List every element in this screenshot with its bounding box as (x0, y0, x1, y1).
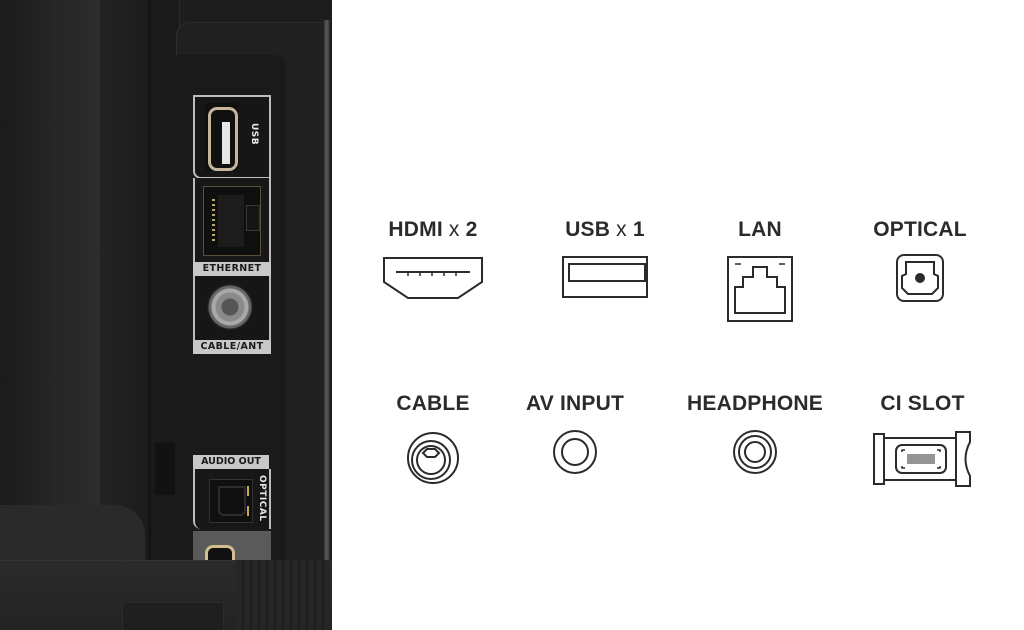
spec-optical-name: OPTICAL (873, 218, 967, 241)
spec-usb-name: USB (565, 218, 611, 241)
usb-shell (208, 107, 238, 171)
usb-port-area: USB (193, 95, 271, 179)
spec-cable-name: CABLE (396, 392, 470, 415)
spec-hdmi-multiplier: x (442, 218, 466, 241)
optical-port (209, 479, 253, 523)
ethernet-pins (212, 199, 215, 243)
audio-out-label: AUDIO OUT (193, 455, 269, 469)
hdmi-icon (383, 257, 483, 299)
tv-base-cutout (122, 602, 224, 630)
ci-slot-card-icon (872, 431, 971, 487)
spec-headphone-name: HEADPHONE (687, 392, 823, 415)
spec-hdmi-count: 2 (465, 218, 478, 241)
usb-tongue (222, 122, 230, 164)
spec-headphone: HEADPHONE (680, 392, 830, 476)
optical-port-shape (218, 486, 246, 516)
ethernet-port-label: ETHERNET (193, 262, 271, 276)
ethernet-port (203, 186, 261, 256)
spec-hdmi: HDMI x 2 (378, 218, 488, 302)
tv-stand-foot (0, 505, 145, 560)
coax-cable-icon (407, 432, 459, 484)
spec-lan-name: LAN (738, 218, 782, 241)
tv-bracket-clip (155, 443, 175, 495)
spec-cable: CABLE (383, 392, 483, 486)
optical-gold-contact-top (247, 486, 249, 496)
connectivity-grid: HDMI x 2 USB x 1 LAN OPTICAL (360, 0, 1024, 630)
spec-usb: USB x 1 (555, 218, 655, 300)
usb-port (205, 103, 239, 171)
tv-base-ribs (236, 560, 330, 630)
tv-body-edge (324, 20, 330, 630)
headphone-jack-icon (733, 430, 777, 474)
spec-hdmi-name: HDMI (388, 218, 443, 241)
spec-optical: OPTICAL (860, 218, 980, 304)
av-input-jack-icon (553, 430, 597, 474)
tv-rear-panel-photo: USB ETHERNET CABLE/ANT AUDIO OUT OPTICAL (0, 0, 332, 630)
ethernet-port-area (193, 178, 271, 276)
spec-usb-multiplier: x (610, 218, 633, 241)
cable-ant-port-label: CABLE/ANT (193, 340, 271, 354)
spec-lan: LAN (720, 218, 800, 324)
optical-icon (896, 254, 944, 302)
spec-ci-slot-name: CI SLOT (880, 392, 965, 415)
optical-port-label: OPTICAL (257, 475, 267, 522)
spec-av-input-name: AV INPUT (525, 392, 625, 415)
ethernet-inner (218, 195, 244, 247)
usb-port-label: USB (249, 123, 259, 146)
spec-av-input: AV INPUT (515, 392, 635, 476)
cable-ant-port-area (193, 276, 271, 340)
tv-stand-neck (100, 0, 150, 560)
usb-icon (562, 256, 648, 298)
ethernet-notch (246, 205, 260, 231)
spec-usb-count: 1 (632, 218, 645, 241)
coax-connector (207, 284, 253, 330)
spec-ci-slot: CI SLOT (865, 392, 980, 490)
lan-icon (727, 256, 793, 322)
optical-port-area: OPTICAL (193, 469, 271, 529)
optical-gold-contact-bottom (247, 506, 249, 516)
